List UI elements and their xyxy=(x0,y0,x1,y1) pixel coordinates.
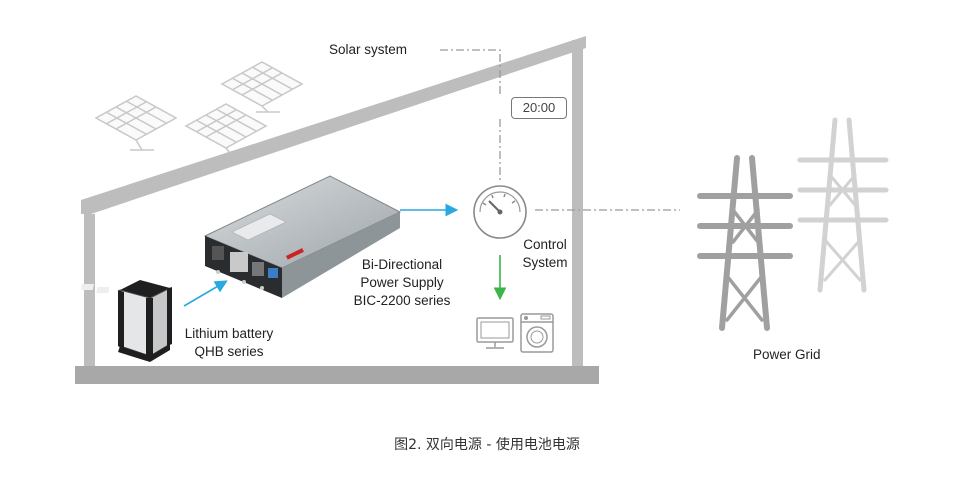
battery-icon xyxy=(80,280,172,362)
solar-connection-line xyxy=(440,49,501,180)
battery-line-1: Lithium battery xyxy=(184,326,274,341)
power-supply-line-3: BIC-2200 series xyxy=(353,293,451,308)
timer-display: 20:00 xyxy=(511,97,567,119)
control-system-label: Control System xyxy=(515,236,575,272)
battery-line-2: QHB series xyxy=(194,344,264,359)
control-system-line-2: System xyxy=(522,255,568,270)
power-supply-label: Bi-Directional Power Supply BIC-2200 ser… xyxy=(343,256,461,310)
flow-arrow-battery-to-psu xyxy=(183,280,228,307)
tv-icon xyxy=(476,317,514,349)
battery-label: Lithium battery QHB series xyxy=(174,325,284,361)
power-grid-label: Power Grid xyxy=(753,347,821,362)
power-supply-line-1: Bi-Directional xyxy=(361,257,443,272)
control-system-line-1: Control xyxy=(523,237,567,252)
power-supply-unit-icon xyxy=(203,175,402,298)
washing-machine-icon xyxy=(520,313,554,353)
figure-caption: 图2. 双向电源 - 使用电池电源 xyxy=(394,437,580,453)
gauge-icon xyxy=(473,185,527,239)
solar-system-label: Solar system xyxy=(329,42,408,57)
power-supply-line-2: Power Supply xyxy=(360,275,444,290)
power-pylon-icon xyxy=(697,117,889,331)
solar-panel-icon xyxy=(94,61,304,157)
